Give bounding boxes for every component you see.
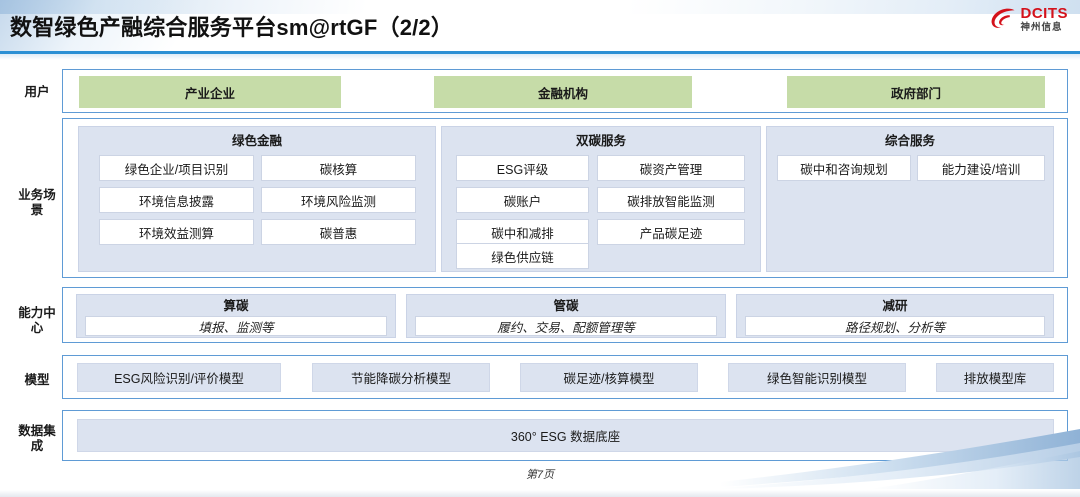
row-label-data: 数据集 成 bbox=[18, 424, 56, 453]
model-chip-green-intelligent[interactable]: 绿色智能识别模型 bbox=[728, 363, 906, 392]
business-panel: 绿色金融 绿色企业/项目识别 碳核算 环境信息披露 环境风险监测 环境效益测算 … bbox=[62, 118, 1068, 278]
business-group-green-finance: 绿色金融 绿色企业/项目识别 碳核算 环境信息披露 环境风险监测 环境效益测算 … bbox=[78, 126, 436, 272]
logo-brand-sub: 神州信息 bbox=[1020, 22, 1063, 33]
model-chip-carbon-footprint[interactable]: 碳足迹/核算模型 bbox=[520, 363, 698, 392]
capability-group-title: 减研 bbox=[882, 299, 908, 313]
top-decoration-band bbox=[0, 0, 1080, 14]
business-group-title: 综合服务 bbox=[884, 134, 935, 148]
business-item[interactable]: 环境风险监测 bbox=[261, 187, 416, 213]
user-chip-industry[interactable]: 产业企业 bbox=[79, 76, 341, 108]
row-label-capability: 能力中 心 bbox=[18, 306, 56, 335]
logo-brand-name: DCITS bbox=[1020, 5, 1068, 22]
business-item[interactable]: 绿色供应链 bbox=[456, 243, 589, 269]
business-item[interactable]: 碳资产管理 bbox=[597, 155, 745, 181]
capability-group-title: 算碳 bbox=[223, 299, 249, 313]
capability-group-reduce-research: 减研 路径规划、分析等 bbox=[736, 294, 1054, 338]
data-foundation-band[interactable]: 360° ESG 数据底座 bbox=[77, 419, 1054, 452]
user-panel: 产业企业 金融机构 政府部门 bbox=[62, 69, 1068, 113]
capability-group-sub[interactable]: 履约、交易、配额管理等 bbox=[415, 316, 717, 336]
business-group-title: 绿色金融 bbox=[231, 134, 282, 148]
business-group-title: 双碳服务 bbox=[575, 134, 626, 148]
capability-group-sub[interactable]: 路径规划、分析等 bbox=[745, 316, 1045, 336]
business-item[interactable]: 碳中和咨询规划 bbox=[777, 155, 911, 181]
business-item[interactable]: ESG评级 bbox=[456, 155, 589, 181]
bottom-wave-decoration bbox=[720, 429, 1080, 489]
business-item[interactable]: 产品碳足迹 bbox=[597, 219, 745, 245]
model-chip-esg-risk[interactable]: ESG风险识别/评价模型 bbox=[77, 363, 281, 392]
capability-panel: 算碳 填报、监测等 管碳 履约、交易、配额管理等 减研 路径规划、分析等 bbox=[62, 287, 1068, 343]
title-divider-glow bbox=[0, 54, 1080, 60]
page-title: 数智绿色产融综合服务平台sm@rtGF（2/2） bbox=[10, 15, 454, 40]
business-item[interactable]: 碳排放智能监测 bbox=[597, 187, 745, 213]
business-group-integrated-services: 综合服务 碳中和咨询规划 能力建设/培训 bbox=[766, 126, 1054, 272]
business-item[interactable]: 碳普惠 bbox=[261, 219, 416, 245]
page-number: 第7页 bbox=[525, 469, 555, 481]
business-item[interactable]: 绿色企业/项目识别 bbox=[99, 155, 254, 181]
business-group-dual-carbon: 双碳服务 ESG评级 碳资产管理 碳账户 碳排放智能监测 碳中和减排 产品碳足迹… bbox=[441, 126, 761, 272]
data-panel: 360° ESG 数据底座 bbox=[62, 410, 1068, 461]
row-label-model: 模型 bbox=[24, 373, 50, 387]
brand-logo: DCITS 神州信息 bbox=[990, 6, 1069, 33]
capability-group-calc-carbon: 算碳 填报、监测等 bbox=[76, 294, 396, 338]
capability-group-title: 管碳 bbox=[553, 299, 579, 313]
capability-group-sub[interactable]: 填报、监测等 bbox=[85, 316, 387, 336]
capability-group-manage-carbon: 管碳 履约、交易、配额管理等 bbox=[406, 294, 726, 338]
bottom-strip-decoration bbox=[0, 490, 1080, 497]
row-label-business: 业务场 景 bbox=[18, 188, 56, 217]
model-chip-emission-library[interactable]: 排放模型库 bbox=[936, 363, 1054, 392]
model-panel: ESG风险识别/评价模型 节能降碳分析模型 碳足迹/核算模型 绿色智能识别模型 … bbox=[62, 355, 1068, 399]
business-item[interactable]: 环境信息披露 bbox=[99, 187, 254, 213]
business-item[interactable]: 碳账户 bbox=[456, 187, 589, 213]
title-divider bbox=[0, 51, 1080, 54]
row-label-user: 用户 bbox=[24, 85, 50, 99]
model-chip-energy-saving[interactable]: 节能降碳分析模型 bbox=[312, 363, 490, 392]
business-item[interactable]: 碳核算 bbox=[261, 155, 416, 181]
business-item[interactable]: 碳中和减排 bbox=[456, 219, 589, 245]
dcits-swirl-icon bbox=[991, 8, 1014, 29]
business-item[interactable]: 环境效益测算 bbox=[99, 219, 254, 245]
user-chip-financial[interactable]: 金融机构 bbox=[434, 76, 692, 108]
user-chip-government[interactable]: 政府部门 bbox=[787, 76, 1045, 108]
business-item[interactable]: 能力建设/培训 bbox=[917, 155, 1045, 181]
